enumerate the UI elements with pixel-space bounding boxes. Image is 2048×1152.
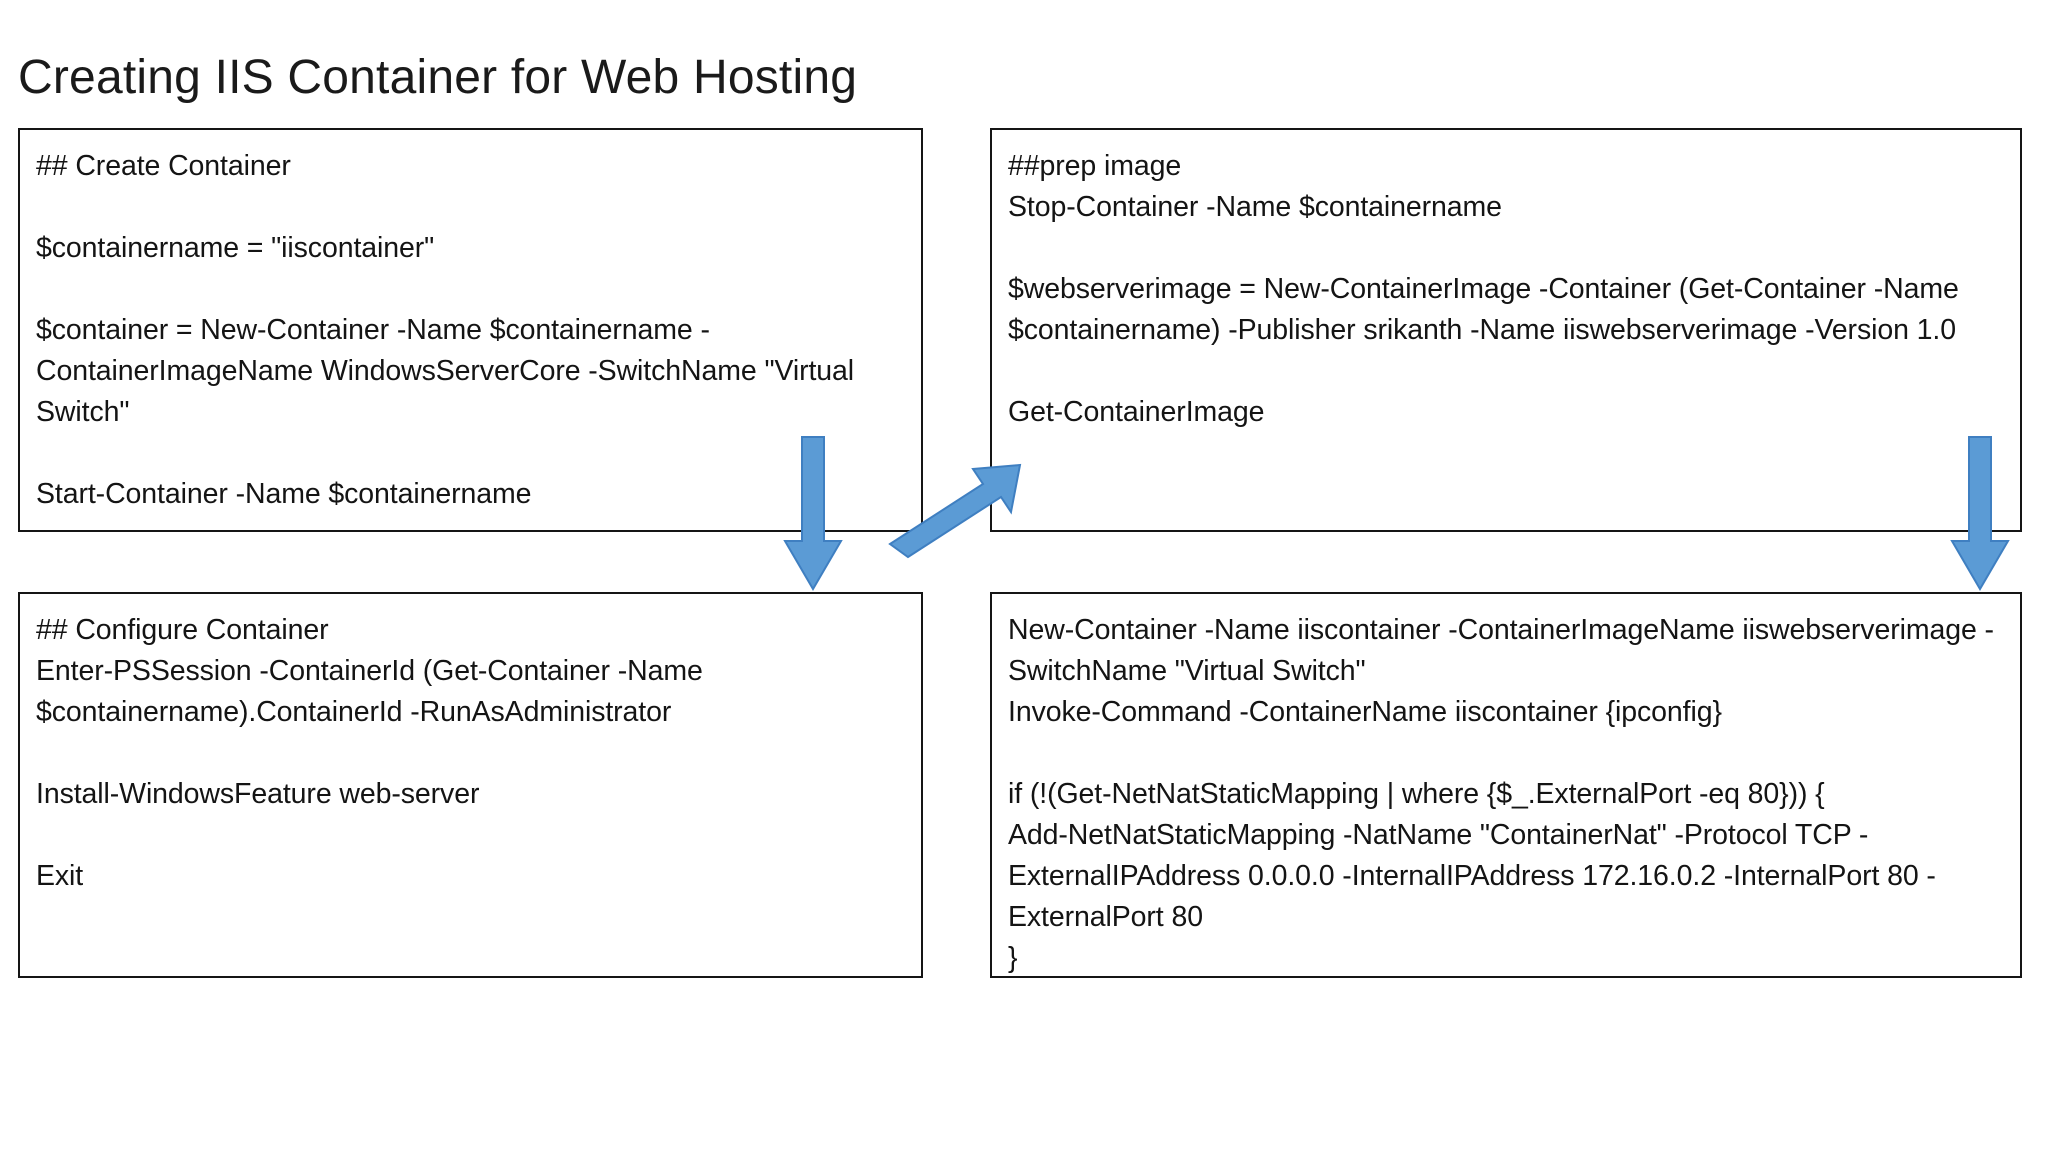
code-box-configure-container[interactable]: ## Configure Container Enter-PSSession -… (18, 592, 923, 978)
code-box-create-container[interactable]: ## Create Container $containername = "ii… (18, 128, 923, 532)
code-box-prep-image[interactable]: ##prep image Stop-Container -Name $conta… (990, 128, 2022, 532)
code-text-create-container: ## Create Container $containername = "ii… (36, 150, 855, 510)
code-text-prep-image: ##prep image Stop-Container -Name $conta… (1008, 150, 1959, 428)
page-title: Creating IIS Container for Web Hosting (18, 51, 858, 105)
code-box-run-container[interactable]: New-Container -Name iiscontainer -Contai… (990, 592, 2022, 978)
code-text-configure-container: ## Configure Container Enter-PSSession -… (36, 614, 703, 892)
code-text-run-container: New-Container -Name iiscontainer -Contai… (1008, 614, 1994, 974)
